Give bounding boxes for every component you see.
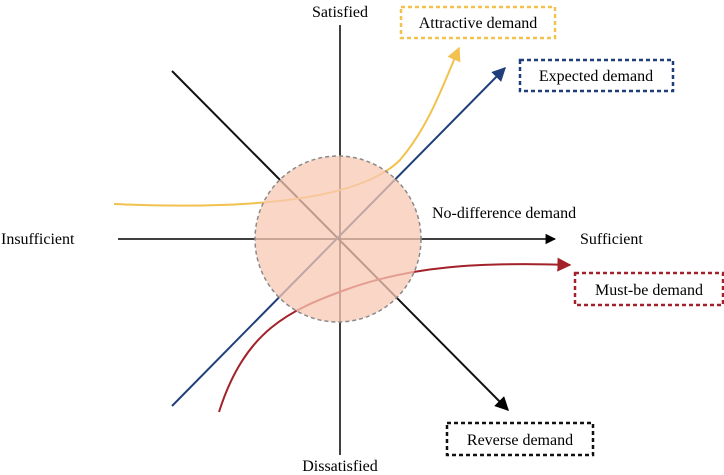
must-be-demand-label: Must-be demand [595, 282, 703, 299]
no-difference-demand-label: No-difference demand [432, 205, 576, 222]
reverse-demand-box [445, 421, 595, 457]
axis-label-sufficient: Sufficient [580, 231, 643, 248]
axis-label-insufficient: Insufficient [1, 231, 75, 248]
axis-label-satisfied: Satisfied [312, 4, 368, 21]
attractive-demand-box [399, 5, 557, 40]
expected-demand-box [518, 58, 675, 93]
attractive-demand-label: Attractive demand [419, 15, 538, 32]
must-be-demand-box [573, 271, 724, 307]
no-difference-region [254, 155, 422, 323]
reverse-demand-label: Reverse demand [467, 432, 573, 449]
expected-demand-label: Expected demand [539, 68, 653, 85]
axis-label-dissatisfied: Dissatisfied [302, 458, 378, 475]
